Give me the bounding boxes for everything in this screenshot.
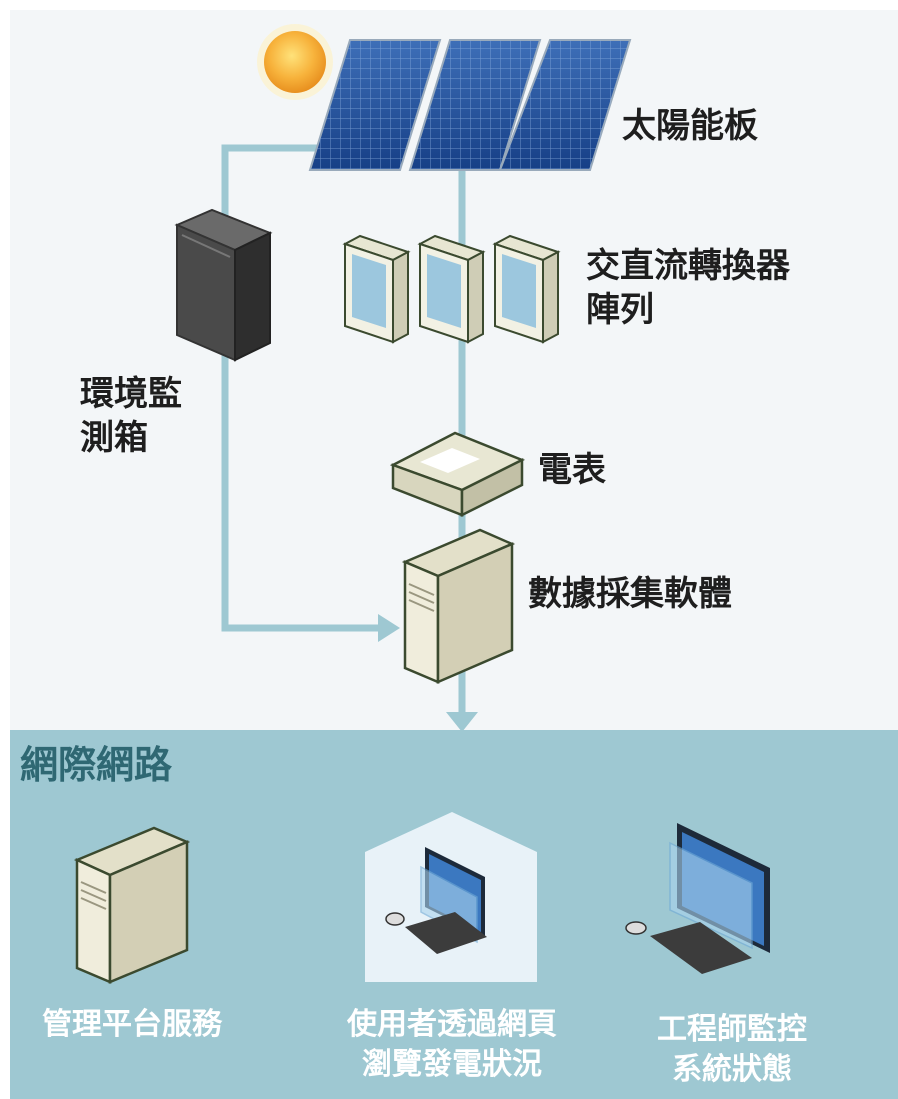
solar-panel-icon bbox=[308, 39, 632, 171]
management-service-label: 管理平台服務 bbox=[42, 1007, 222, 1042]
environment-box-label: 環境監 測箱 bbox=[80, 374, 182, 458]
internet-title: 網際網路 bbox=[20, 743, 173, 787]
meter-icon bbox=[390, 431, 526, 518]
data-server-icon bbox=[401, 528, 516, 684]
engineer-workstation-icon bbox=[625, 823, 770, 974]
inverter-array-label: 交直流轉換器 陣列 bbox=[586, 246, 790, 330]
environment-box-icon bbox=[174, 208, 273, 362]
inverter-array-icon bbox=[342, 234, 559, 344]
sun-icon bbox=[257, 24, 333, 100]
management-server-icon bbox=[73, 826, 191, 984]
data-software-label: 數據採集軟體 bbox=[528, 574, 732, 614]
user-web-browser-icon bbox=[365, 812, 537, 982]
engineer-monitor-label: 工程師監控 系統狀態 bbox=[657, 1012, 807, 1087]
user-web-view-label: 使用者透過網頁 瀏覽發電狀況 bbox=[347, 1007, 557, 1082]
meter-label: 電表 bbox=[538, 450, 606, 490]
solar-panels-label: 太陽能板 bbox=[622, 106, 758, 146]
